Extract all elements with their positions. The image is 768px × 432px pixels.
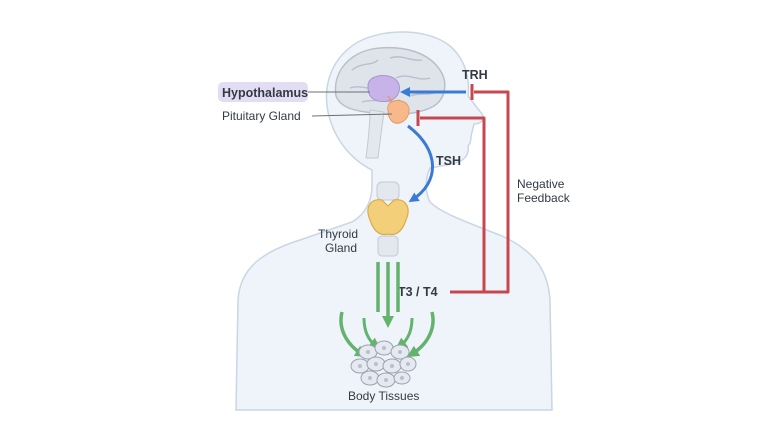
negative-feedback-lines [416,84,510,294]
pituitary-leader [311,113,393,117]
hypothalamus-label: Hypothalamus [222,86,308,100]
tsh-arrow [407,124,434,203]
tissues-label: Body Tissues [348,389,419,403]
hypothalamus-icon [367,75,401,102]
pituitary-label: Pituitary Gland [222,109,301,123]
hypothalamus-label-bg [218,82,308,102]
feedback-label-line2: Feedback [517,191,571,205]
feedback-label-line1: Negative [517,177,565,191]
tsh-label: TSH [436,154,461,168]
t3t4-flow-arrows [339,262,435,358]
thyroid-label-line2: Gland [325,241,357,255]
trh-label: TRH [462,68,488,82]
t3t4-label: T3 / T4 [398,285,438,299]
pituitary-icon [387,95,410,124]
cell-nuclei [358,346,410,382]
thyroid-label-line1: Thyroid [318,227,358,241]
thyroid-icon [367,181,409,257]
